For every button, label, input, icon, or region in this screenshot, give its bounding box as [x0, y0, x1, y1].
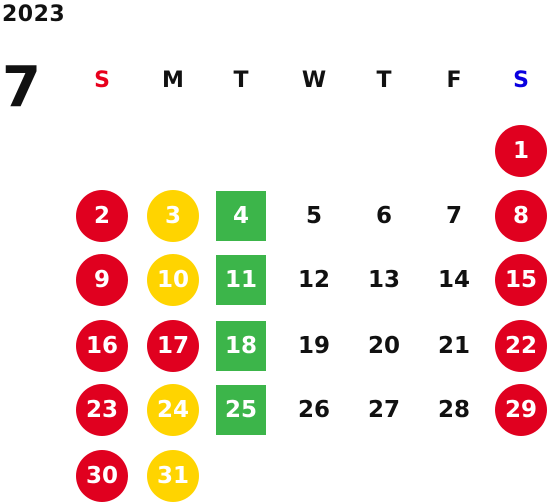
day-cell-26[interactable]: 26: [297, 397, 330, 423]
day-cell-14[interactable]: 14: [437, 267, 470, 293]
calendar-month: 7: [2, 55, 41, 120]
day-cell-29[interactable]: 29: [495, 384, 547, 436]
weekday-label: M: [162, 68, 184, 93]
day-cell-27[interactable]: 27: [367, 397, 400, 423]
day-cell-2[interactable]: 2: [76, 190, 128, 242]
day-cell-1[interactable]: 1: [495, 125, 547, 177]
calendar-year: 2023: [2, 2, 66, 27]
day-cell-18[interactable]: 18: [216, 321, 266, 371]
day-cell-25[interactable]: 25: [216, 385, 266, 435]
day-cell-31[interactable]: 31: [147, 450, 199, 502]
weekday-label: F: [446, 68, 462, 93]
day-cell-5[interactable]: 5: [305, 203, 322, 229]
day-cell-11[interactable]: 11: [216, 255, 266, 305]
day-cell-17[interactable]: 17: [147, 320, 199, 372]
weekday-label: T: [376, 68, 392, 93]
day-cell-12[interactable]: 12: [297, 267, 330, 293]
day-cell-16[interactable]: 16: [76, 320, 128, 372]
day-cell-24[interactable]: 24: [147, 384, 199, 436]
day-cell-21[interactable]: 21: [437, 333, 470, 359]
day-cell-30[interactable]: 30: [76, 450, 128, 502]
day-cell-3[interactable]: 3: [147, 190, 199, 242]
day-cell-28[interactable]: 28: [437, 397, 470, 423]
day-cell-23[interactable]: 23: [76, 384, 128, 436]
day-cell-20[interactable]: 20: [367, 333, 400, 359]
day-cell-13[interactable]: 13: [367, 267, 400, 293]
day-cell-22[interactable]: 22: [495, 320, 547, 372]
day-cell-8[interactable]: 8: [495, 190, 547, 242]
day-cell-15[interactable]: 15: [495, 254, 547, 306]
day-cell-4[interactable]: 4: [216, 191, 266, 241]
day-cell-10[interactable]: 10: [147, 254, 199, 306]
day-cell-6[interactable]: 6: [375, 203, 392, 229]
weekday-label: S: [513, 68, 529, 93]
weekday-label: W: [301, 68, 327, 93]
weekday-label: T: [233, 68, 249, 93]
day-cell-9[interactable]: 9: [76, 254, 128, 306]
day-cell-7[interactable]: 7: [445, 203, 462, 229]
weekday-label: S: [94, 68, 110, 93]
day-cell-19[interactable]: 19: [297, 333, 330, 359]
